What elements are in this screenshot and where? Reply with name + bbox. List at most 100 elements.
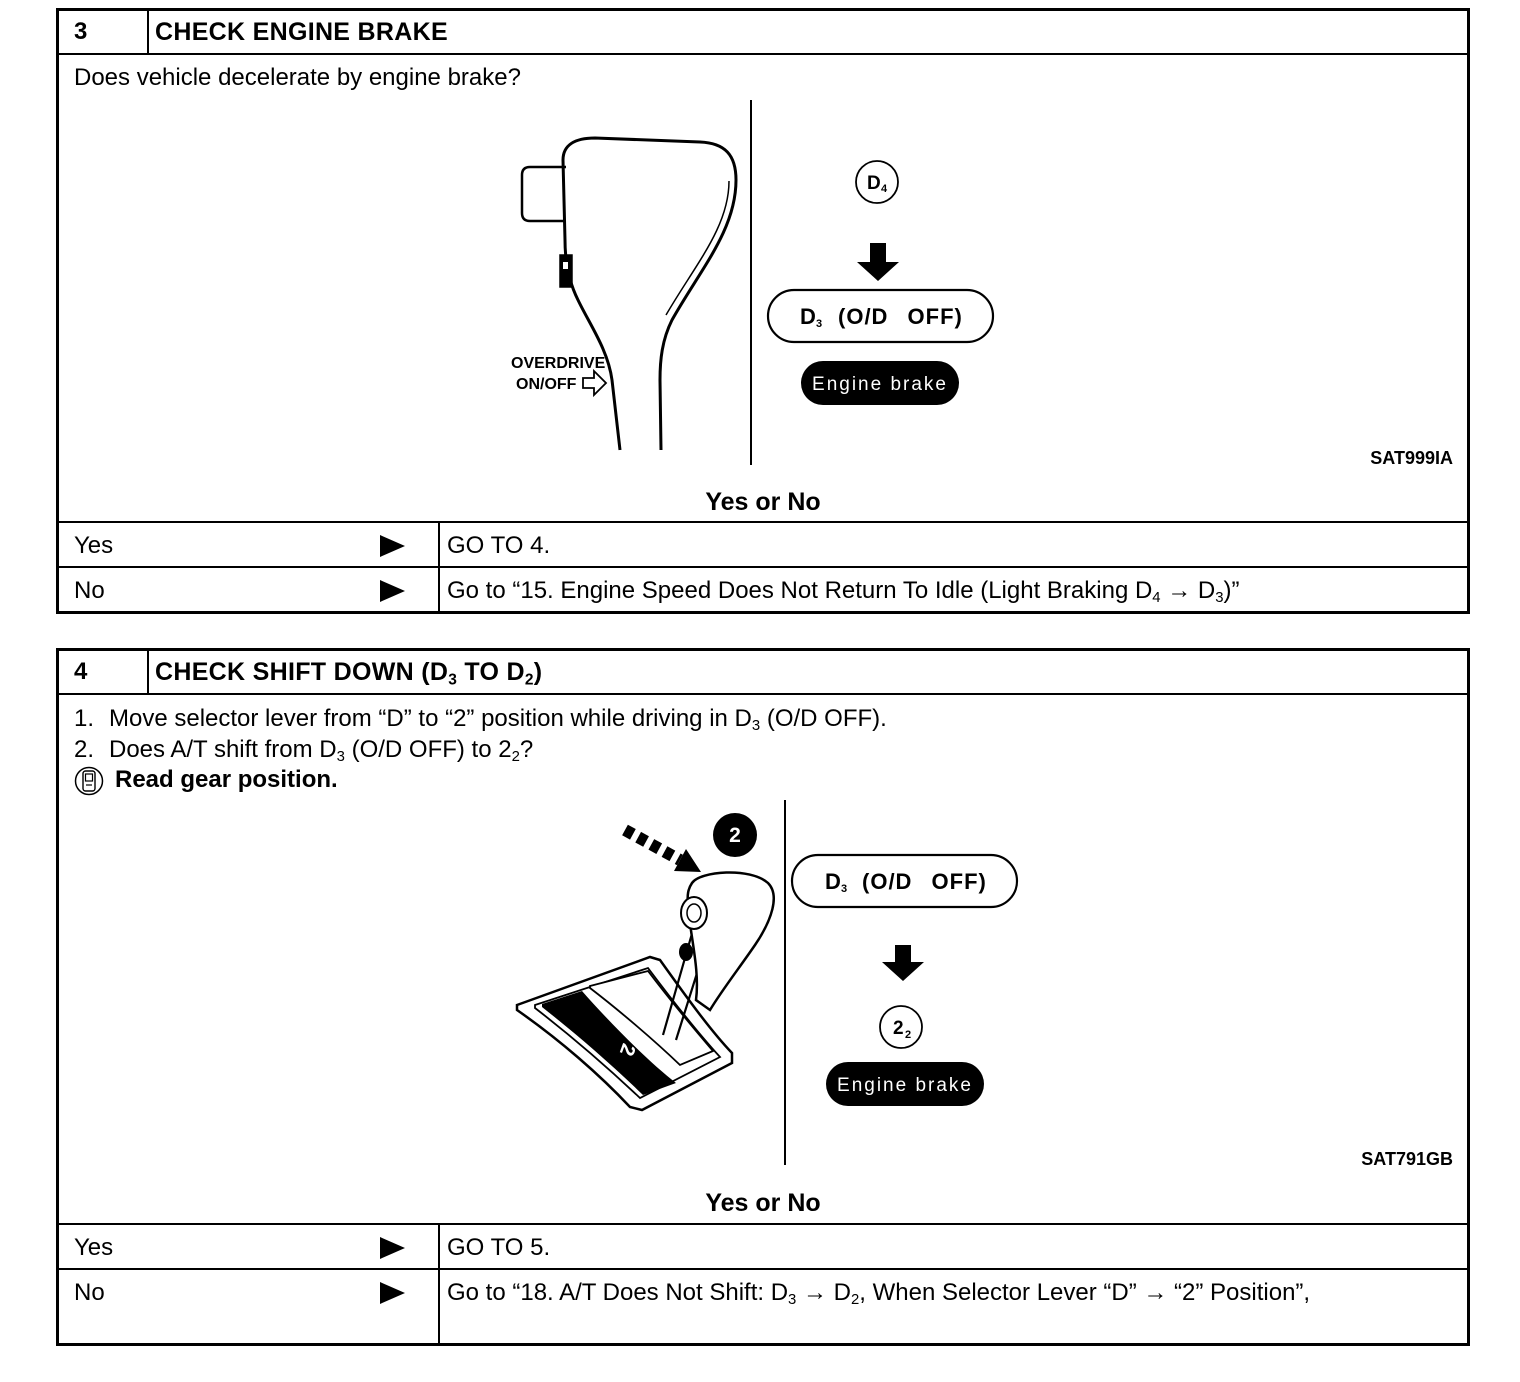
- mode-pill: D 3 (O/D OFF): [790, 853, 1019, 909]
- figure-code: SAT791GB: [1361, 1149, 1453, 1169]
- target-position-badge: 2 2: [879, 1005, 923, 1049]
- position-circle: [855, 160, 899, 204]
- overdrive-switch-mark: [563, 262, 568, 269]
- mode-text: (O/D OFF): [838, 304, 963, 329]
- instruction-subscript: 3: [751, 718, 761, 735]
- answer-row-yes: Yes GO TO 5.: [59, 1223, 1467, 1268]
- title-subscript: 2: [524, 671, 534, 689]
- title-text: ): [533, 658, 543, 686]
- overdrive-button-outline: [520, 165, 566, 223]
- mode-text: (O/D OFF): [862, 869, 987, 894]
- answer-label-cell: Yes: [59, 1225, 440, 1268]
- lever-switch: [679, 943, 693, 961]
- down-arrow-icon: [882, 945, 924, 981]
- instruction-part: Does A/T shift from D: [109, 736, 337, 763]
- lever-knob: [686, 871, 775, 1012]
- action-text: → D: [796, 1279, 851, 1306]
- selector-badge-label: 2: [729, 824, 741, 847]
- step-question: Does vehicle decelerate by engine brake?: [74, 64, 521, 91]
- instruction-text: Move selector lever from “D” to “2” posi…: [109, 705, 887, 735]
- instruction-part: (O/D OFF) to 2: [344, 736, 512, 763]
- engine-brake-label: Engine brake: [837, 1075, 973, 1096]
- mode-subscript: 3: [841, 883, 847, 895]
- selector-badge-circle: [713, 813, 757, 857]
- action-text: Go to “18. A/T Does Not Shift: D: [447, 1279, 789, 1306]
- instruction-text: Does A/T shift from D3 (O/D OFF) to 22?: [109, 736, 534, 766]
- mode-pill: D 3 (O/D OFF): [766, 288, 995, 344]
- right-triangle-icon: [380, 1282, 405, 1304]
- motion-arrow-head: [674, 849, 701, 872]
- engine-brake-pill: [826, 1062, 984, 1106]
- gate-dark-band: [542, 991, 676, 1095]
- answer-action: Go to “18. A/T Does Not Shift: D3 → D2, …: [447, 1279, 1311, 1309]
- instruction-subscript: 2: [511, 749, 520, 766]
- action-text: , When Selector Lever “D” → “2” Position…: [859, 1279, 1311, 1306]
- answer-label-cell: No: [59, 1270, 440, 1343]
- instruction-number: 2.: [74, 736, 95, 763]
- dashed-motion-arrow-icon: [622, 824, 701, 872]
- motion-arrow-shaft: [622, 824, 683, 866]
- action-subscript: 3: [1215, 590, 1224, 607]
- title-subscript: 3: [448, 671, 458, 689]
- instruction-number: 1.: [74, 705, 95, 732]
- shift-lever-illustration: [520, 136, 738, 451]
- step-header: 4 CHECK SHIFT DOWN (D3 TO D2): [59, 651, 1467, 695]
- step-header: 3 CHECK ENGINE BRAKE: [59, 11, 1467, 55]
- consult-tool-icon: [74, 766, 104, 796]
- mode-letter: D: [800, 304, 816, 329]
- figure-shift-down-drawing: 2 2 D 3 (O/D OFF): [515, 800, 1019, 1165]
- figure-code: SAT999IA: [1370, 448, 1453, 468]
- position-subscript: 4: [881, 183, 888, 195]
- mode-pill-outline: [766, 288, 995, 344]
- action-subscript: 3: [788, 1292, 797, 1309]
- instruction-subscript: 3: [336, 749, 345, 766]
- right-triangle-icon: [380, 535, 405, 557]
- instruction-part: Move selector lever from “D” to “2” posi…: [109, 705, 752, 732]
- engine-brake-pill: [801, 361, 959, 405]
- start-position-badge: D 4: [855, 160, 899, 204]
- position-main: 2: [893, 1018, 904, 1039]
- engine-brake-badge: Engine brake: [826, 1062, 984, 1106]
- right-triangle-icon: [380, 580, 405, 602]
- figure-engine-brake-drawing: OVERDRIVE ON/OFF D 4 D 3 (O/D OFF) Engin…: [511, 100, 995, 465]
- figure-engine-brake: OVERDRIVE ON/OFF D 4 D 3 (O/D OFF) Engin…: [500, 95, 1020, 475]
- instruction-part: ?: [519, 736, 534, 763]
- lever-knob-contour: [665, 180, 730, 316]
- lever-button-inner: [686, 903, 702, 923]
- engine-brake-label: Engine brake: [812, 374, 948, 395]
- answer-action: Go to “15. Engine Speed Does Not Return …: [447, 577, 1240, 607]
- mode-letter: D: [825, 869, 841, 894]
- step-title: CHECK ENGINE BRAKE: [155, 18, 448, 46]
- lever-label-line-1: OVERDRIVE: [511, 355, 606, 372]
- answer-row-no: No Go to “18. A/T Does Not Shift: D3 → D…: [59, 1268, 1467, 1343]
- answer-row-no: No Go to “15. Engine Speed Does Not Retu…: [59, 566, 1467, 611]
- position-circle: [879, 1005, 923, 1049]
- answer-label: No: [74, 1279, 105, 1306]
- answer-action: GO TO 5.: [447, 1234, 551, 1261]
- instruction-part: (O/D OFF).: [760, 705, 887, 732]
- mode-subscript: 3: [816, 318, 822, 330]
- down-arrow-icon: [857, 243, 899, 281]
- decision-prompt: Yes or No: [705, 1189, 821, 1217]
- action-subscript: 4: [1152, 590, 1161, 607]
- step-title: CHECK SHIFT DOWN (D3 TO D2): [155, 651, 542, 693]
- action-text: → D: [1160, 577, 1216, 604]
- outline-arrow-icon: [582, 368, 608, 398]
- lever-label-line-2: ON/OFF: [516, 376, 577, 393]
- right-triangle-icon: [380, 1237, 405, 1259]
- gate-slot: [589, 969, 715, 1067]
- position-letter: D: [867, 173, 881, 194]
- title-text: CHECK SHIFT DOWN (D: [155, 658, 449, 686]
- engine-brake-badge: Engine brake: [801, 361, 959, 405]
- answer-label: Yes: [74, 1234, 114, 1261]
- answer-label: No: [74, 577, 105, 604]
- note-text: Read gear position.: [115, 766, 338, 793]
- answer-label-cell: No: [59, 568, 440, 611]
- mode-pill-outline: [790, 853, 1019, 909]
- title-text: TO D: [457, 658, 525, 686]
- diagnostic-step-4: 4 CHECK SHIFT DOWN (D3 TO D2) 1. Move se…: [56, 648, 1470, 1346]
- action-text: )”: [1223, 577, 1240, 604]
- figure-shift-down: 2 2 D 3 (O/D OFF): [500, 795, 1030, 1170]
- selector-gate-illustration: 2: [515, 871, 775, 1112]
- position-subscript: 2: [905, 1029, 911, 1041]
